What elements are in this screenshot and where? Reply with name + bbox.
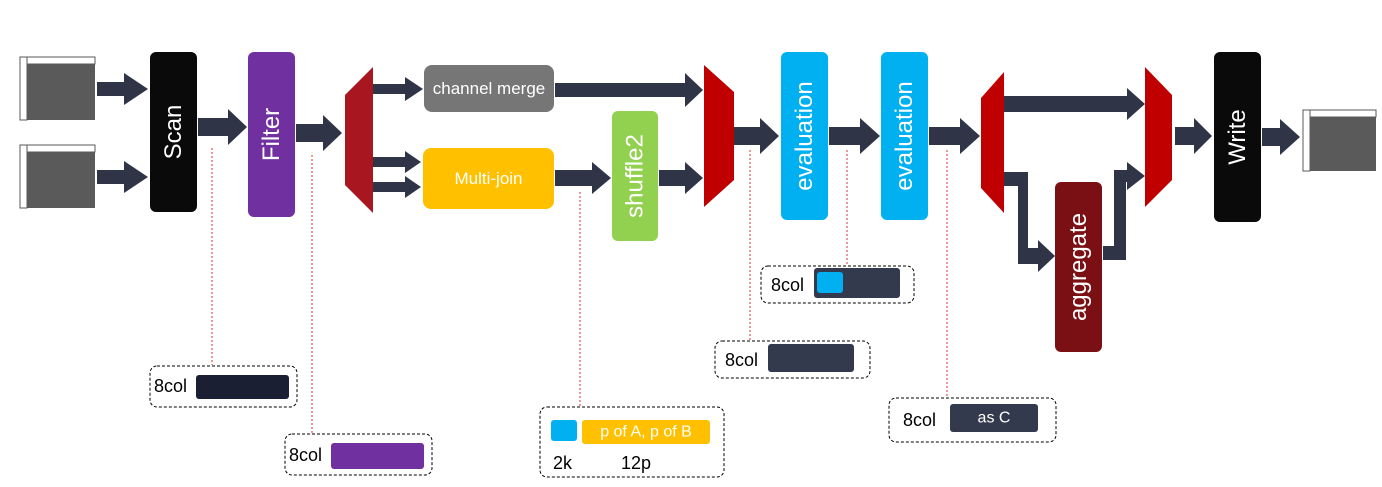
shuffle-label: shuffle2	[622, 134, 649, 218]
eval1-schema-label: 8col	[725, 350, 758, 370]
eval2-schema-box: 8col	[760, 265, 915, 304]
arrow-shuffle-mux	[659, 162, 703, 194]
flow-arrows	[97, 73, 1300, 272]
input-table-2-icon	[19, 144, 96, 209]
merge-mux-1	[704, 65, 734, 207]
arrow-scan-filter	[198, 109, 247, 145]
annotation-guides	[211, 148, 948, 433]
channel-merge-label: channel merge	[433, 79, 545, 98]
evaluation-2-label: evaluation	[891, 81, 918, 190]
arrow-table1-scan	[97, 73, 148, 105]
eval2-key-chip	[817, 272, 843, 293]
arrow-eval2-mux	[929, 118, 980, 154]
write-stage: Write	[1214, 52, 1261, 222]
arrow-eval1-eval2	[829, 118, 880, 154]
arrow-table2-scan	[97, 161, 148, 193]
eval1-schema-chip	[768, 344, 854, 372]
eval3-schema-chip	[950, 404, 1038, 432]
filter-schema-box: 8col	[284, 433, 433, 476]
shuffle-stage: shuffle2	[612, 111, 658, 241]
eval1-schema-box: 8col	[714, 340, 871, 379]
evaluation-1-label: evaluation	[791, 81, 818, 190]
arrow-channel-merge-mux	[555, 73, 703, 107]
aggregate-label: aggregate	[1065, 213, 1092, 321]
join-schema-box: p of A, p of B 2k 12p	[539, 406, 725, 478]
arrow-aggregate-mux	[1103, 162, 1145, 260]
evaluation-stage-1: evaluation	[781, 52, 828, 220]
arrow-mux-eval1	[734, 118, 779, 154]
scan-schema-chip	[196, 375, 289, 399]
merge-mux-2	[1145, 67, 1172, 207]
scan-schema-label: 8col	[154, 376, 187, 396]
filter-schema-label: 8col	[289, 445, 322, 465]
multi-join-label: Multi-join	[454, 169, 522, 188]
split-mux-1	[345, 67, 373, 213]
arrow-join-shuffle	[555, 162, 611, 194]
arrow-mux-mux-top	[1004, 88, 1145, 120]
join-payload-text: p of A, p of B	[600, 424, 692, 441]
filter-label: Filter	[258, 108, 285, 161]
evaluation-stage-2: evaluation	[881, 52, 928, 220]
eval3-chip-text: as C	[978, 410, 1011, 427]
arrow-mux-aggregate	[1004, 172, 1055, 272]
arrow-filter-mux	[296, 115, 342, 151]
join-payload-count: 12p	[621, 453, 651, 473]
arrow-mux-channel-merge	[373, 77, 423, 101]
multi-join-stage: Multi-join	[423, 148, 554, 209]
scan-schema-box: 8col	[149, 365, 298, 408]
input-table-1-icon	[19, 56, 96, 121]
split-mux-2	[981, 72, 1004, 213]
output-table-icon	[1302, 109, 1377, 172]
channel-merge-stage: channel merge	[424, 65, 554, 112]
filter-stage: Filter	[248, 52, 295, 217]
eval2-schema-label: 8col	[771, 275, 804, 295]
eval3-schema-label: 8col	[903, 410, 936, 430]
arrow-write-table	[1262, 119, 1300, 155]
eval3-schema-box: 8col as C	[888, 397, 1057, 443]
arrow-mux-join-a	[373, 151, 421, 173]
scan-stage: Scan	[150, 52, 197, 212]
scan-label: Scan	[160, 105, 187, 160]
arrow-mux-join-b	[373, 176, 421, 198]
aggregate-stage: aggregate	[1055, 182, 1102, 352]
join-key-chip	[551, 420, 577, 441]
filter-schema-chip	[331, 443, 424, 469]
join-payload-chip	[582, 420, 710, 444]
arrow-mux-write	[1175, 118, 1212, 154]
write-label: Write	[1224, 109, 1251, 165]
join-key-count: 2k	[553, 453, 573, 473]
